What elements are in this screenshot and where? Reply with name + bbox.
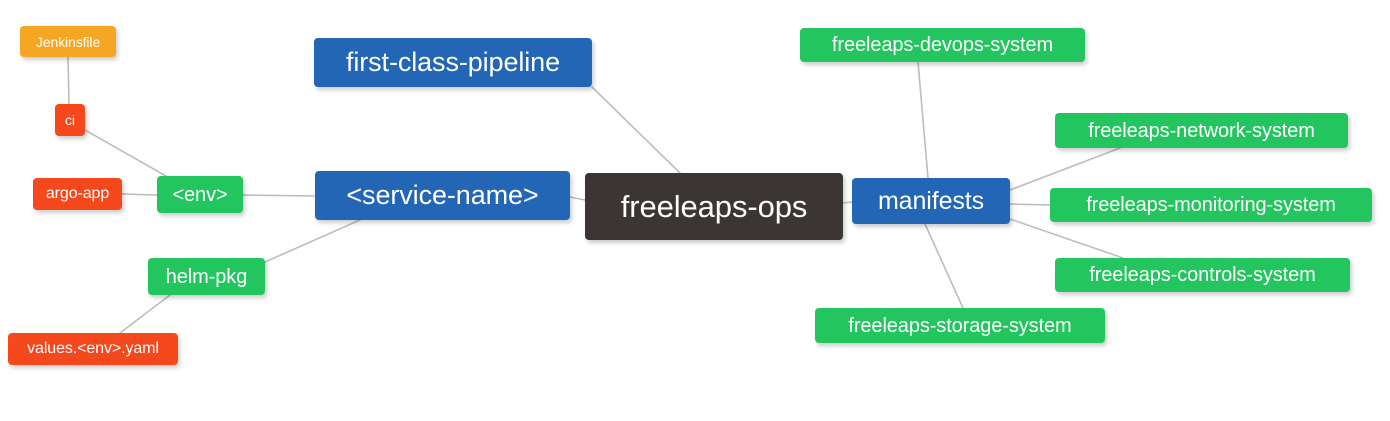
node-argo-app[interactable]: argo-app (33, 178, 122, 210)
edge-ci-jenkinsfile (67, 56, 70, 105)
node-label: freeleaps-monitoring-system (1086, 194, 1336, 216)
node-label: values.<env>.yaml (27, 340, 159, 357)
node-freeleaps-controls-system[interactable]: freeleaps-controls-system (1055, 258, 1350, 292)
node-manifests[interactable]: manifests (852, 178, 1010, 224)
edge-root-first-class-pipeline (591, 86, 681, 174)
node-label: helm-pkg (165, 265, 248, 288)
node-helm-pkg[interactable]: helm-pkg (148, 258, 265, 295)
node-ci[interactable]: ci (55, 104, 85, 136)
node-freeleaps-ops[interactable]: freeleaps-ops (585, 173, 843, 240)
node-env[interactable]: <env> (157, 176, 243, 213)
node-freeleaps-devops-system[interactable]: freeleaps-devops-system (800, 28, 1085, 62)
edge-service-name-env (242, 194, 316, 197)
edge-manifests-storage-system (924, 223, 964, 309)
edge-service-name-helm-pkg (264, 219, 361, 263)
node-label: freeleaps-storage-system (848, 314, 1072, 337)
edge-manifests-monitoring-system (1009, 203, 1051, 206)
node-label: freeleaps-devops-system (831, 34, 1054, 56)
node-label: freeleaps-ops (620, 189, 808, 224)
edge-env-ci (84, 129, 167, 177)
node-label: freeleaps-controls-system (1089, 264, 1316, 286)
node-label: ci (65, 112, 75, 128)
edge-env-argo-app (121, 193, 158, 196)
node-label: <env> (172, 183, 228, 206)
node-freeleaps-storage-system[interactable]: freeleaps-storage-system (815, 308, 1105, 343)
node-values-env-yaml[interactable]: values.<env>.yaml (8, 333, 178, 365)
node-jenkinsfile[interactable]: Jenkinsfile (20, 26, 116, 57)
node-freeleaps-network-system[interactable]: freeleaps-network-system (1055, 113, 1348, 148)
node-label: manifests (877, 186, 985, 215)
node-label: <service-name> (346, 180, 539, 210)
node-service-name[interactable]: <service-name> (315, 171, 570, 220)
edge-manifests-network-system (1009, 147, 1121, 191)
edge-root-service-name (569, 196, 586, 201)
node-label: first-class-pipeline (345, 47, 561, 77)
edge-helm-pkg-values-yaml (119, 294, 171, 334)
edge-manifests-controls-system (1009, 218, 1124, 259)
edge-manifests-devops-system (917, 61, 929, 179)
node-freeleaps-monitoring-system[interactable]: freeleaps-monitoring-system (1050, 188, 1372, 222)
edge-root-manifests (842, 201, 853, 204)
node-first-class-pipeline[interactable]: first-class-pipeline (314, 38, 592, 87)
node-label: Jenkinsfile (35, 33, 101, 50)
node-label: argo-app (45, 185, 110, 202)
node-label: freeleaps-network-system (1088, 119, 1315, 142)
